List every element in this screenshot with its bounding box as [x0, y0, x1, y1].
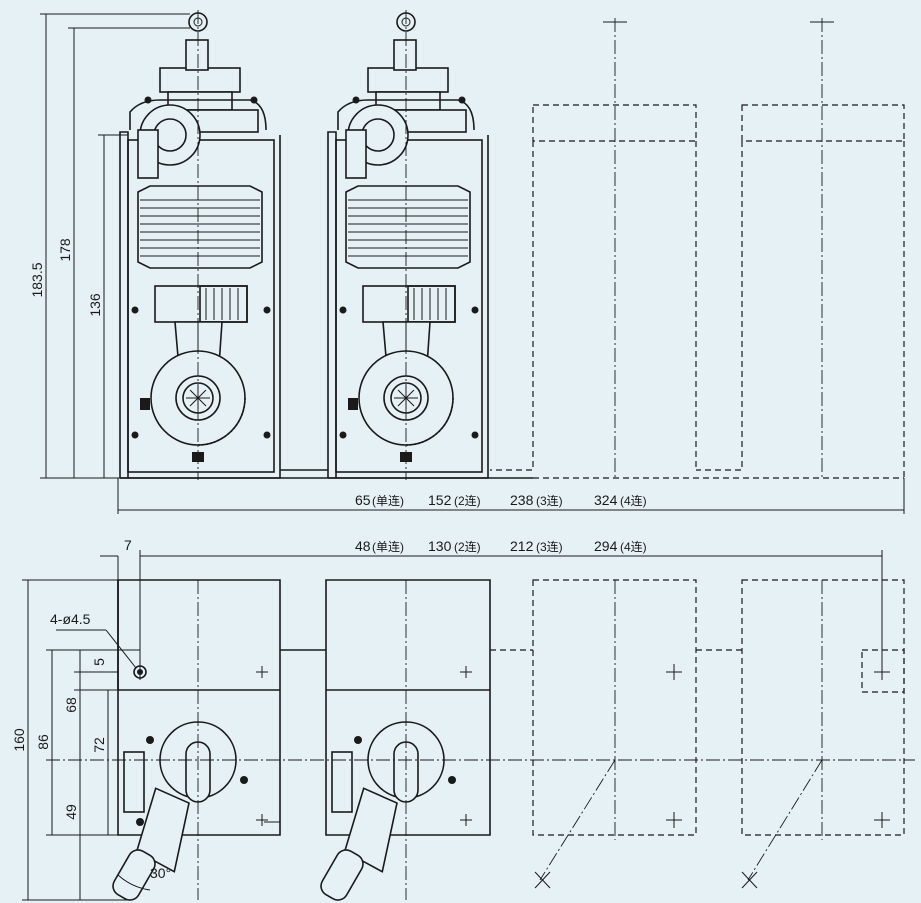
dim-48-unit: (单连)	[372, 539, 404, 554]
hole-callout: 4-ø4.5	[50, 611, 91, 627]
dim-depth-160: 160	[11, 728, 27, 752]
unit-2-plan	[320, 579, 491, 901]
dim-294-unit: (4连)	[620, 539, 647, 554]
unit-2-front	[327, 12, 489, 479]
dim-152: 152	[428, 492, 452, 508]
dim-130-unit: (2连)	[454, 539, 481, 554]
dim-depths	[22, 579, 140, 901]
dim-152-unit: (2连)	[454, 493, 481, 508]
dim-48: 48	[355, 538, 371, 554]
dim-overall-height: 183.5	[29, 262, 45, 297]
top-view: 183.5 178 136 65 (单连) 152 (2连) 238 (3连) …	[29, 10, 905, 514]
dim-65: 65	[355, 492, 371, 508]
dim-height-178: 178	[57, 238, 73, 262]
unit-3-phantom-front	[490, 18, 697, 478]
unit-1-plan	[112, 579, 281, 901]
dim-heights	[40, 13, 190, 479]
dim-depth-5: 5	[91, 658, 107, 666]
dim-212-unit: (3连)	[536, 539, 563, 554]
dim-offset-7: 7	[124, 537, 132, 553]
bottom-view: 7 48 (单连) 130 (2连) 212 (3连) 294 (4连)	[11, 537, 915, 901]
angle-30: 30°	[150, 865, 171, 881]
unit-4-phantom-front	[696, 18, 905, 478]
dim-depth-68: 68	[63, 697, 79, 713]
dim-65-unit: (单连)	[372, 493, 404, 508]
dim-212: 212	[510, 538, 534, 554]
unit-3-phantom-plan	[490, 579, 697, 889]
dim-324: 324	[594, 492, 618, 508]
dim-height-136: 136	[87, 293, 103, 317]
dim-130: 130	[428, 538, 452, 554]
dim-depth-49: 49	[63, 804, 79, 820]
dim-depth-72: 72	[91, 737, 107, 753]
dim-width-top: 65 (单连) 152 (2连) 238 (3连) 324 (4连)	[355, 492, 647, 508]
dim-width-bottom: 48 (单连) 130 (2连) 212 (3连) 294 (4连)	[355, 538, 647, 554]
unit-4-phantom-plan	[696, 579, 905, 889]
dim-324-unit: (4连)	[620, 493, 647, 508]
dim-238-unit: (3连)	[536, 493, 563, 508]
dim-238: 238	[510, 492, 534, 508]
dim-depth-86: 86	[35, 734, 51, 750]
unit-1-front	[119, 12, 281, 479]
dim-294: 294	[594, 538, 618, 554]
